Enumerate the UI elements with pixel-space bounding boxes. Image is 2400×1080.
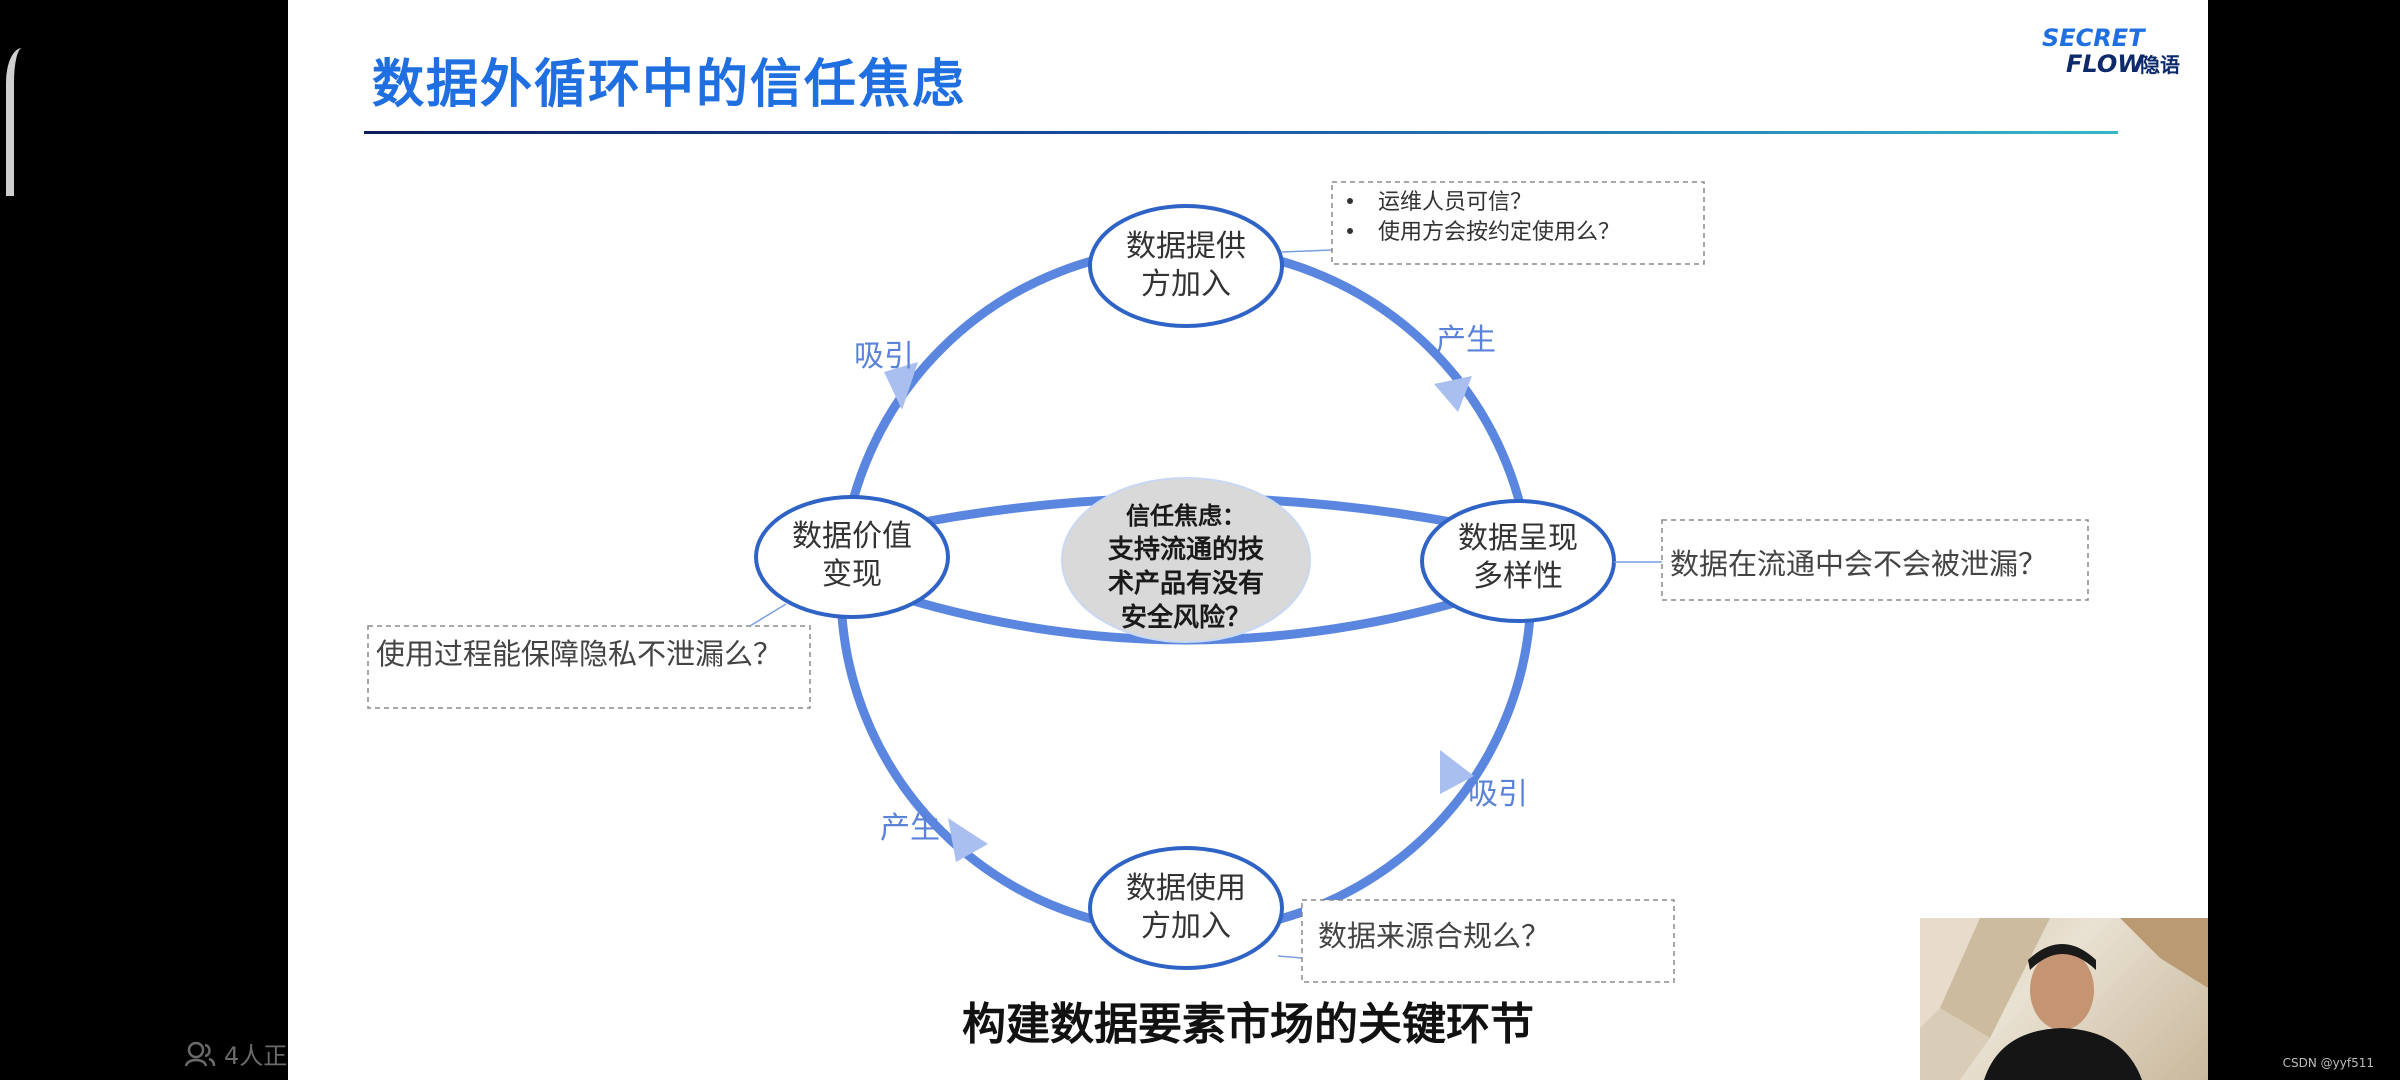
bullet-icon [1347, 198, 1353, 204]
viewer-count: 4人正 [184, 1036, 287, 1071]
arrow-label-top-right: 产生 [1436, 323, 1496, 358]
node-bottom-line-1: 数据使用 [1126, 871, 1246, 906]
center-line-3: 安全风险？ [1121, 602, 1251, 633]
node-left-line-2: 变现 [822, 557, 882, 592]
presentation-slide: 数据外循环中的信任焦虑 SECRET FLOW 隐语 吸引 产生 吸引 产生 信… [288, 0, 2208, 1080]
viewers-icon [184, 1040, 216, 1068]
node-right-line-1: 数据呈现 [1458, 521, 1578, 556]
arrow-label-bottom-right: 吸引 [1468, 777, 1528, 812]
node-bottom-line-2: 方加入 [1141, 909, 1231, 944]
bullet-icon [1347, 228, 1353, 234]
side-drawer-handle[interactable] [6, 48, 22, 196]
node-top-line-1: 数据提供 [1126, 229, 1246, 264]
note-right-text: 数据在流通中会不会被泄漏？ [1670, 547, 2047, 581]
viewer-count-text: 4人正 [224, 1036, 287, 1071]
arrow-label-bottom-left: 产生 [880, 811, 940, 846]
node-right-line-2: 多样性 [1473, 559, 1563, 594]
connector-left-note [750, 604, 786, 626]
csdn-watermark: CSDN @yyf511 [2283, 1056, 2374, 1070]
note-left-text: 使用过程能保障隐私不泄漏么？ [376, 637, 782, 671]
note-top-item-1: 运维人员可信？ [1378, 190, 1532, 215]
center-line-1: 支持流通的技 [1108, 534, 1264, 565]
center-heading: 信任焦虑： [1126, 502, 1246, 530]
node-data-consumer [1090, 848, 1282, 968]
center-line-2: 术产品有没有 [1108, 569, 1264, 599]
note-bottom-text: 数据来源合规么？ [1318, 919, 1550, 953]
presenter-webcam[interactable] [1920, 918, 2208, 1080]
arrow-label-top-left: 吸引 [854, 339, 914, 374]
node-top-line-2: 方加入 [1141, 267, 1231, 302]
note-top-item-2: 使用方会按约定使用么？ [1378, 220, 1620, 245]
node-left-line-1: 数据价值 [792, 519, 912, 554]
connector-top-note [1282, 250, 1332, 252]
node-data-provider [1090, 206, 1282, 326]
connector-bottom-note [1278, 956, 1302, 958]
webcam-feed [1920, 918, 2208, 1080]
